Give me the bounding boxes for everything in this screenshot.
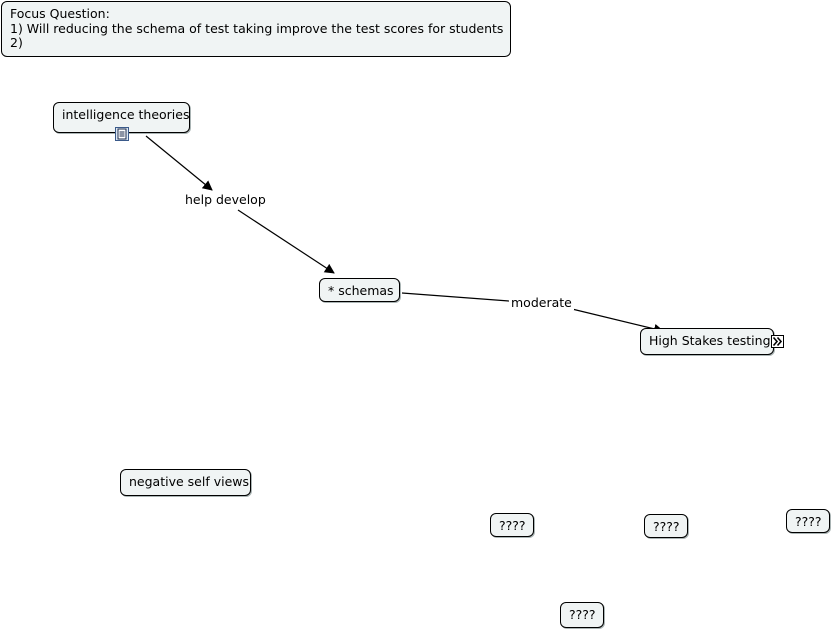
- focus-question-box[interactable]: Focus Question: 1) Will reducing the sch…: [1, 1, 511, 57]
- concept-label: ????: [653, 519, 680, 534]
- concept-placeholder[interactable]: ????: [786, 509, 830, 533]
- concept-label: ????: [795, 514, 822, 529]
- concept-placeholder[interactable]: ????: [490, 513, 534, 537]
- link-label-help-develop[interactable]: help develop: [183, 192, 268, 207]
- double-chevron-right-icon[interactable]: [771, 335, 784, 348]
- focus-question-heading: Focus Question:: [10, 6, 110, 21]
- edge-intelligence-to-help-develop: [145, 135, 213, 191]
- concept-negative-self-views[interactable]: negative self views: [120, 469, 251, 496]
- concept-placeholder[interactable]: ????: [644, 514, 688, 538]
- focus-question-item-1: 1) Will reducing the schema of test taki…: [10, 20, 504, 36]
- concept-label: ????: [499, 518, 526, 533]
- concept-label: intelligence theories: [62, 107, 190, 122]
- document-resource-icon[interactable]: [115, 127, 129, 141]
- concept-schemas[interactable]: * schemas: [319, 278, 400, 302]
- link-label-moderate[interactable]: moderate: [509, 295, 574, 310]
- concept-high-stakes-testing[interactable]: High Stakes testing: [640, 328, 774, 355]
- concept-label: * schemas: [328, 283, 394, 298]
- concept-label: High Stakes testing: [649, 333, 771, 348]
- focus-question-item-2: 2): [10, 35, 23, 50]
- concept-label: ????: [569, 607, 596, 622]
- edge-help-develop-to-schemas: [237, 209, 335, 274]
- edge-schemas-to-moderate: [401, 292, 510, 302]
- concept-placeholder[interactable]: ????: [560, 602, 604, 628]
- concept-label: negative self views: [129, 474, 249, 489]
- edge-moderate-to-high-stakes: [571, 308, 664, 334]
- concept-intelligence-theories[interactable]: intelligence theories: [53, 102, 190, 133]
